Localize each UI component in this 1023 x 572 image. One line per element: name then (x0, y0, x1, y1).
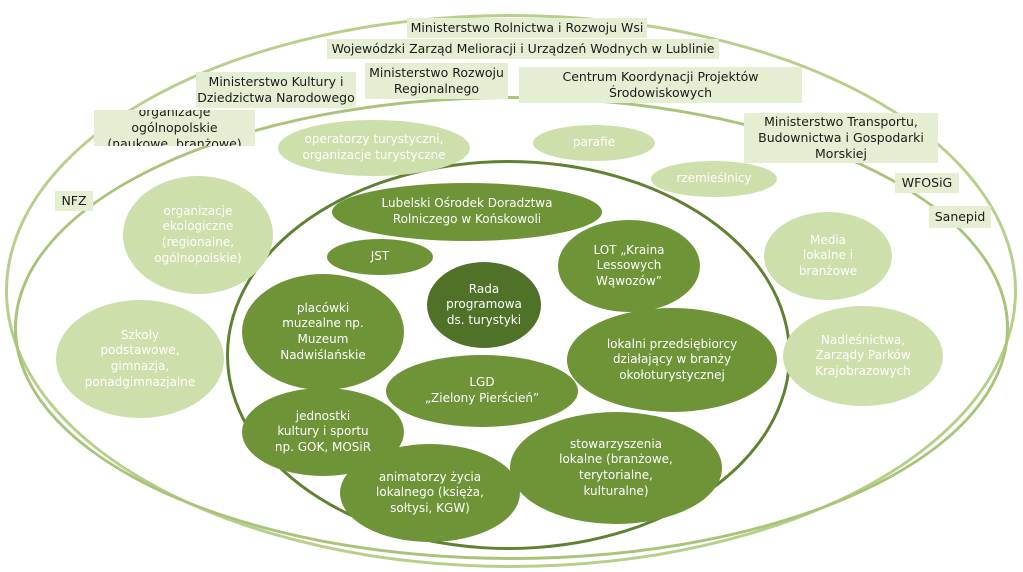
ellipse-jednostki-kultury-label: jednostki kultury i sportu np. GOK, MOSi… (274, 408, 372, 454)
ellipse-lodr-label: Lubelski Ośrodek Doradztwa Rolniczego w … (381, 196, 553, 226)
ellipse-jednostki-kultury: jednostki kultury i sportu np. GOK, MOSi… (242, 388, 404, 476)
ellipse-jst-label: JST (370, 249, 390, 264)
box-ministerstwo-rolnictwa: Ministerstwo Rolnictwa i Rozwoju Wsi (407, 18, 647, 38)
ellipse-operatorzy-label: operatorzy turystyczni, organizacje tury… (302, 132, 446, 162)
ellipse-nadlesnictwa-label: Nadleśnictwa, Zarządy Parków Krajobrazow… (815, 332, 911, 378)
middle-ring (14, 96, 1009, 560)
box-nfz: NFZ (55, 191, 93, 211)
ellipse-rzemieslnicy-label: rzemieślnicy (676, 171, 752, 186)
box-nfz-label: NFZ (61, 192, 87, 208)
ellipse-stowarzyszenia: stowarzyszenia lokalne (branżowe, teryto… (510, 412, 722, 524)
ellipse-parafie: parafie (533, 125, 655, 161)
box-ministerstwo-transportu: Ministerstwo Transportu, Budownictwa i G… (744, 113, 938, 163)
box-wfosig: WFOSiG (895, 173, 959, 193)
ellipse-organizacje-ekologiczne: organizacje ekologiczne (regionalne, ogó… (123, 176, 273, 294)
ellipse-jst: JST (327, 239, 433, 275)
ellipse-placowki-muzealne-label: placówki muzealne np. Muzeum Nadwiślańsk… (280, 300, 366, 362)
box-ministerstwo-kultury-label: Ministerstwo Kultury i Dziedzictwa Narod… (197, 73, 355, 105)
ellipse-lgd: LGD „Zielony Pierścień” (386, 355, 578, 427)
box-ministerstwo-rozwoju: Ministerstwo Rozwoju Regionalnego (365, 63, 508, 99)
ellipse-stowarzyszenia-label: stowarzyszenia lokalne (branżowe, teryto… (559, 436, 673, 498)
ellipse-media: Media lokalne i branżowe (764, 212, 892, 300)
ellipse-nadlesnictwa: Nadleśnictwa, Zarządy Parków Krajobrazow… (783, 306, 943, 406)
box-organizacje-ogolnopolskie: organizacje ogólnopolskie (naukowe, bran… (94, 110, 255, 146)
ellipse-lot-label: LOT „Kraina Lessowych Wąwozów” (593, 242, 665, 288)
ellipse-animatorzy-label: animatorzy życia lokalnego (księża, sołt… (376, 469, 484, 515)
ellipse-rada-programowa-label: Rada programowa ds. turystyki (446, 281, 522, 327)
box-sanepid: Sanepid (929, 206, 991, 228)
box-sanepid-label: Sanepid (934, 208, 986, 224)
box-wfosig-label: WFOSiG (901, 174, 953, 190)
ellipse-szkoly-label: Szkoły podstawowe, gimnazja, ponadgimnaz… (84, 327, 196, 389)
box-ministerstwo-kultury: Ministerstwo Kultury i Dziedzictwa Narod… (196, 72, 356, 108)
ellipse-animatorzy: animatorzy życia lokalnego (księża, sołt… (340, 444, 520, 542)
box-wzmiuw: Wojewódzki Zarząd Melioracji i Urządzeń … (327, 39, 719, 59)
ellipse-przedsiebiorcy-label: lokalni przedsiębiorcy działający w bran… (606, 336, 738, 382)
ellipse-rzemieslnicy: rzemieślnicy (651, 161, 777, 197)
ellipse-lgd-label: LGD „Zielony Pierścień” (424, 375, 540, 405)
box-ckps-label: Centrum Koordynacji Projektów Środowisko… (562, 68, 759, 100)
ellipse-szkoly: Szkoły podstawowe, gimnazja, ponadgimnaz… (56, 300, 224, 418)
ellipse-przedsiebiorcy: lokalni przedsiębiorcy działający w bran… (567, 308, 777, 412)
ellipse-lodr: Lubelski Ośrodek Doradztwa Rolniczego w … (332, 183, 602, 241)
box-wzmiuw-label: Wojewódzki Zarząd Melioracji i Urządzeń … (331, 40, 715, 56)
ellipse-organizacje-ekologiczne-label: organizacje ekologiczne (regionalne, ogó… (154, 203, 242, 265)
ellipse-placowki-muzealne: placówki muzealne np. Muzeum Nadwiślańsk… (242, 274, 404, 390)
outer-ring (5, 14, 1017, 568)
box-ministerstwo-rolnictwa-label: Ministerstwo Rolnictwa i Rozwoju Wsi (410, 19, 644, 35)
box-ministerstwo-rozwoju-label: Ministerstwo Rozwoju Regionalnego (369, 64, 504, 96)
box-organizacje-ogolnopolskie-label: organizacje ogólnopolskie (naukowe, bran… (107, 110, 242, 146)
box-ministerstwo-transportu-label: Ministerstwo Transportu, Budownictwa i G… (758, 113, 924, 162)
ellipse-media-label: Media lokalne i branżowe (798, 232, 858, 278)
ellipse-rada-programowa: Rada programowa ds. turystyki (427, 262, 541, 348)
ellipse-lot: LOT „Kraina Lessowych Wąwozów” (558, 220, 700, 312)
ellipse-operatorzy: operatorzy turystyczni, organizacje tury… (278, 120, 470, 176)
box-ckps: Centrum Koordynacji Projektów Środowisko… (519, 67, 802, 103)
ellipse-parafie-label: parafie (572, 135, 616, 150)
